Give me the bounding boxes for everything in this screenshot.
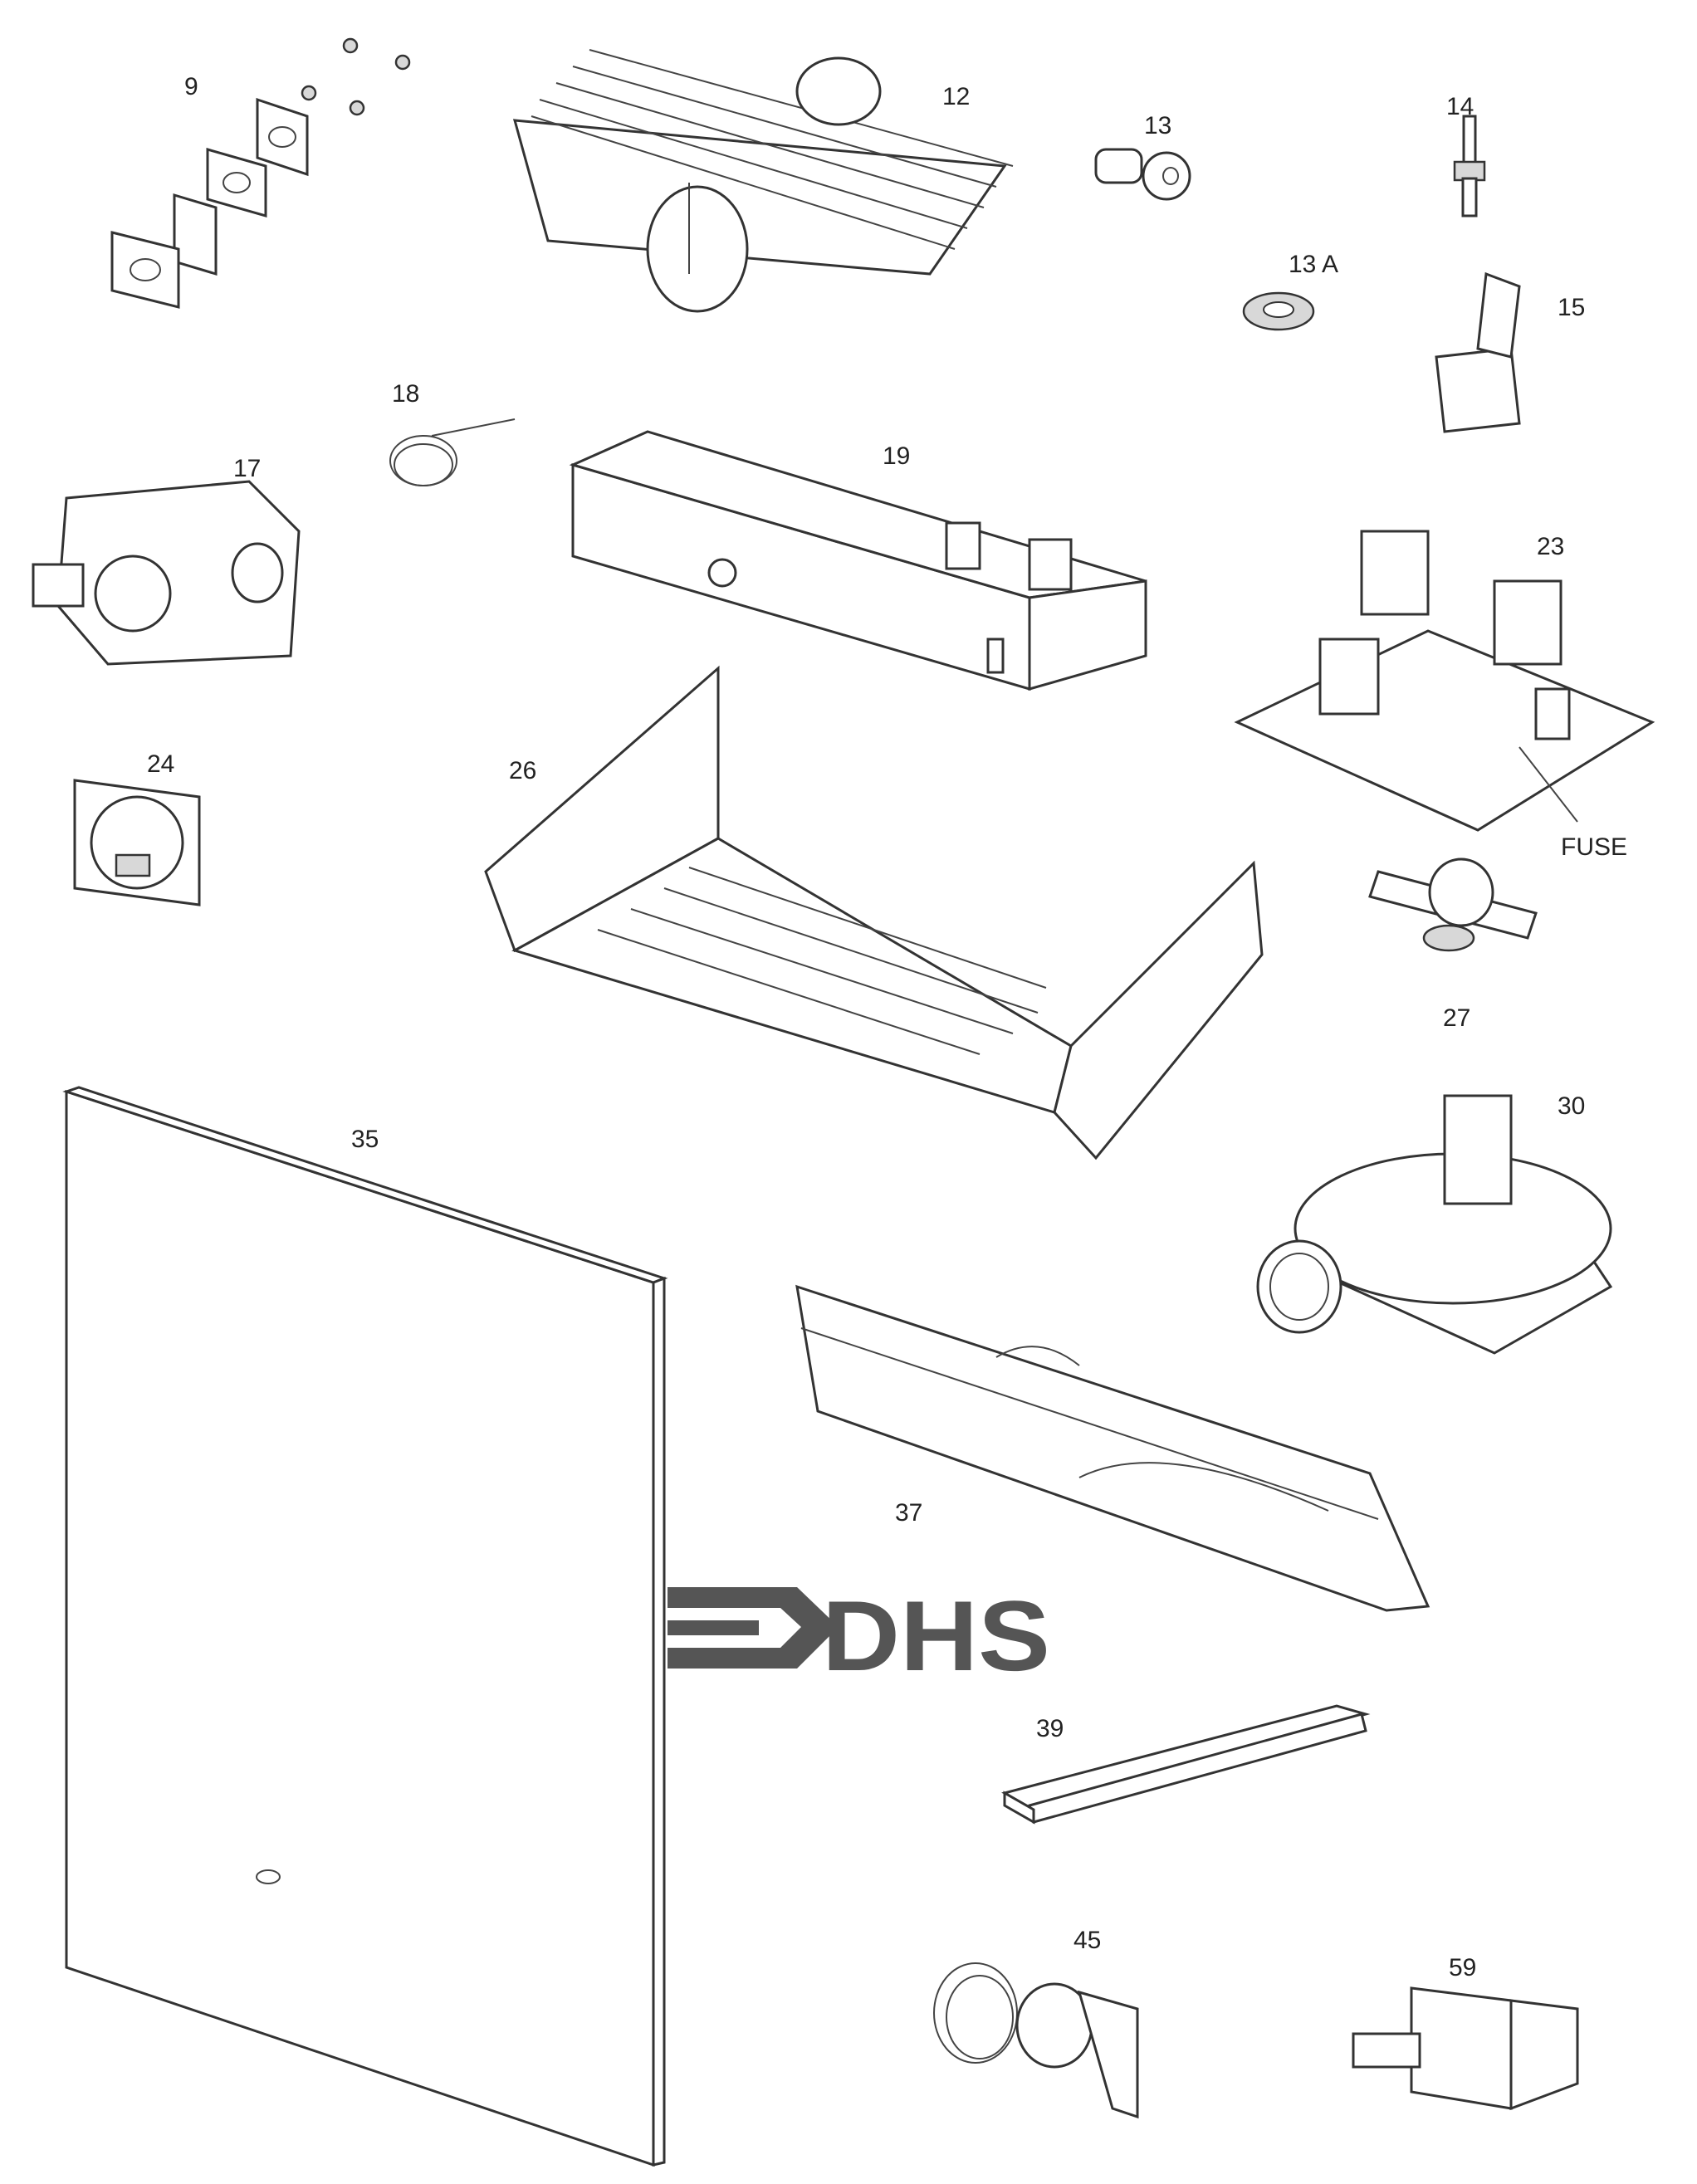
part-9-gasket-set bbox=[110, 37, 411, 309]
label-fuse: FUSE bbox=[1561, 833, 1628, 861]
label-9: 9 bbox=[184, 73, 198, 100]
label-12: 12 bbox=[942, 83, 971, 110]
part-17-gas-valve bbox=[32, 480, 301, 666]
label-19: 19 bbox=[883, 442, 911, 470]
label-17: 17 bbox=[233, 455, 262, 482]
label-13a: 13 A bbox=[1289, 251, 1339, 278]
part-24-pressure-switch bbox=[73, 779, 201, 906]
part-13a-washer bbox=[1242, 291, 1315, 331]
part-35-front-panel bbox=[62, 1086, 668, 2167]
part-45-thermostat-capillary bbox=[933, 1962, 1139, 2119]
part-59-switch bbox=[1352, 1986, 1579, 2111]
label-14: 14 bbox=[1446, 93, 1474, 120]
label-30: 30 bbox=[1558, 1092, 1586, 1120]
part-27-thermostat bbox=[1368, 857, 1538, 952]
label-24: 24 bbox=[147, 750, 175, 778]
part-19-control-box bbox=[569, 430, 1147, 691]
part-26-tray bbox=[484, 665, 1264, 1160]
dhs-logo-text: DHS bbox=[822, 1581, 1050, 1692]
label-35: 35 bbox=[351, 1126, 379, 1153]
label-45: 45 bbox=[1073, 1927, 1102, 1954]
label-13: 13 bbox=[1144, 112, 1172, 139]
label-59: 59 bbox=[1449, 1954, 1477, 1981]
label-37: 37 bbox=[895, 1499, 923, 1527]
part-12-burner bbox=[512, 49, 1014, 313]
label-39: 39 bbox=[1036, 1715, 1064, 1742]
part-37-fascia bbox=[795, 1284, 1430, 1612]
label-27: 27 bbox=[1443, 1004, 1471, 1032]
part-14-electrode bbox=[1453, 115, 1486, 217]
part-13-nozzle bbox=[1094, 148, 1191, 201]
part-39-strips bbox=[1001, 1704, 1371, 1825]
label-26: 26 bbox=[509, 757, 537, 784]
part-30-fan bbox=[1256, 1094, 1613, 1355]
part-18-thermocouple bbox=[389, 418, 516, 486]
label-15: 15 bbox=[1558, 294, 1586, 321]
label-18: 18 bbox=[392, 380, 420, 408]
part-23-pcb bbox=[1234, 530, 1655, 832]
part-15-bracket bbox=[1435, 271, 1521, 433]
label-23: 23 bbox=[1537, 533, 1565, 560]
dhs-logo: DHS bbox=[668, 1581, 1050, 1692]
